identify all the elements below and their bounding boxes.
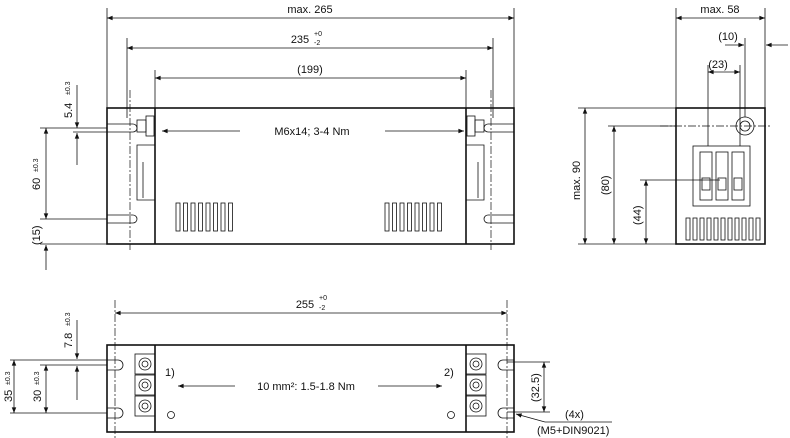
vent-slot xyxy=(727,217,733,241)
terminal-screw xyxy=(138,357,152,371)
tolerance: ±0.3 xyxy=(34,371,41,385)
side-view-outline xyxy=(675,107,766,245)
vent-slot xyxy=(699,217,705,241)
vent-slot xyxy=(220,202,226,232)
mount-slot xyxy=(497,407,514,419)
mount-slot xyxy=(107,359,124,371)
vent-slots xyxy=(384,202,442,232)
vent-slot xyxy=(706,217,712,241)
terminal xyxy=(134,353,156,375)
dim-bolt-offset: (10) xyxy=(718,31,738,43)
dim-bolt-height: (80) xyxy=(600,175,612,195)
vent-slot xyxy=(741,217,747,241)
vent-slot xyxy=(228,202,233,232)
terminal xyxy=(134,395,156,417)
dim-terminal-width: (23) xyxy=(708,59,728,71)
dim-overall-width: max. 58 xyxy=(700,4,739,16)
hole-count: (4x) xyxy=(565,409,584,421)
tolerance: ±0.3 xyxy=(5,371,12,385)
mount-slot xyxy=(483,123,514,133)
mount-slot xyxy=(107,214,138,224)
label-2: 2) xyxy=(444,367,454,379)
terminal-screw xyxy=(138,378,152,392)
vent-slot xyxy=(190,202,196,232)
dim-mount-spacing: 235 xyxy=(291,34,309,46)
vent-slot xyxy=(437,202,442,232)
top-view: max. 265 235 +0 -2 (199) M6x14; 3-4 Nm 5… xyxy=(31,4,515,270)
vent-slots xyxy=(685,217,761,241)
tolerance: ±0.3 xyxy=(65,312,72,326)
dim-bottom-offset: (15) xyxy=(31,225,43,245)
mount-slot xyxy=(483,214,514,224)
dim-bottom-mount-spacing: 255 xyxy=(296,299,314,311)
vent-slot xyxy=(685,217,691,241)
vent-slot xyxy=(692,217,698,241)
tolerance-upper: +0 xyxy=(314,31,322,38)
terminal xyxy=(731,151,745,201)
dim-slot-spacing: 60 xyxy=(31,178,43,190)
vent-slot xyxy=(183,202,188,232)
terminal xyxy=(699,151,713,201)
vent-slot xyxy=(720,217,726,241)
terminal-screw xyxy=(469,399,483,413)
mount-slot xyxy=(497,359,514,371)
dim-body-length: (199) xyxy=(297,64,323,76)
terminal xyxy=(134,374,156,396)
vent-slot xyxy=(175,202,181,232)
tolerance-lower: -2 xyxy=(319,305,325,312)
terminal-screw xyxy=(469,378,483,392)
terminal xyxy=(715,151,729,201)
tolerance-lower: -2 xyxy=(314,40,320,47)
label-1: 1) xyxy=(165,367,175,379)
screw-note: M6x14; 3-4 Nm xyxy=(274,126,349,138)
vent-slot xyxy=(748,217,754,241)
ground-stud xyxy=(474,119,485,133)
terminal-block xyxy=(692,145,751,207)
vent-slots xyxy=(175,202,233,232)
vent-slot xyxy=(384,202,390,232)
terminal xyxy=(465,395,487,417)
mount-slot xyxy=(107,407,124,419)
ground-stud xyxy=(136,119,147,133)
dim-overall-height: max. 90 xyxy=(571,161,583,200)
vent-slot xyxy=(205,202,211,232)
hole-spec: (M5+DIN9021) xyxy=(537,425,609,437)
bottom-view: 255 +0 -2 1) 2) 10 mm²: 1.5-1.8 Nm 7.8 ±… xyxy=(3,295,612,438)
dim-inner-spacing: 30 xyxy=(32,390,44,402)
ground-symbol xyxy=(167,411,175,419)
terminal xyxy=(465,353,487,375)
tolerance: ±0.3 xyxy=(33,158,40,172)
tolerance: ±0.3 xyxy=(65,81,72,95)
mount-slot xyxy=(107,123,138,133)
top-view-outline xyxy=(106,107,515,245)
vent-slot xyxy=(755,217,761,241)
vent-slot xyxy=(422,202,427,232)
dim-slot-offset: 5.4 xyxy=(63,103,75,118)
vent-slot xyxy=(734,217,740,241)
vent-slot xyxy=(407,202,412,232)
vent-slot xyxy=(414,202,420,232)
terminal-screw xyxy=(733,177,743,191)
dim-bottom-slot-offset: 7.8 xyxy=(63,333,75,348)
side-view: max. 58 (10) (23) max. 90 (80) (44) xyxy=(571,4,788,245)
vent-slot xyxy=(429,202,435,232)
terminal-screw xyxy=(138,399,152,413)
bottom-view-outline xyxy=(106,344,515,433)
terminal-screw xyxy=(469,357,483,371)
terminal-screw xyxy=(701,177,711,191)
vent-slot xyxy=(713,217,719,241)
dim-overall-length: max. 265 xyxy=(287,4,332,16)
vent-slot xyxy=(213,202,218,232)
terminal-note: 10 mm²: 1.5-1.8 Nm xyxy=(257,381,355,393)
dim-outer-spacing: 35 xyxy=(3,390,15,402)
terminal xyxy=(465,374,487,396)
vent-slot xyxy=(198,202,203,232)
tolerance-upper: +0 xyxy=(319,295,327,302)
terminal-screw xyxy=(717,177,727,191)
dim-terminal-height: (44) xyxy=(632,205,644,225)
ground-symbol xyxy=(447,411,455,419)
dim-hole-spacing: (32.5) xyxy=(530,373,542,402)
vent-slot xyxy=(399,202,405,232)
vent-slot xyxy=(392,202,397,232)
